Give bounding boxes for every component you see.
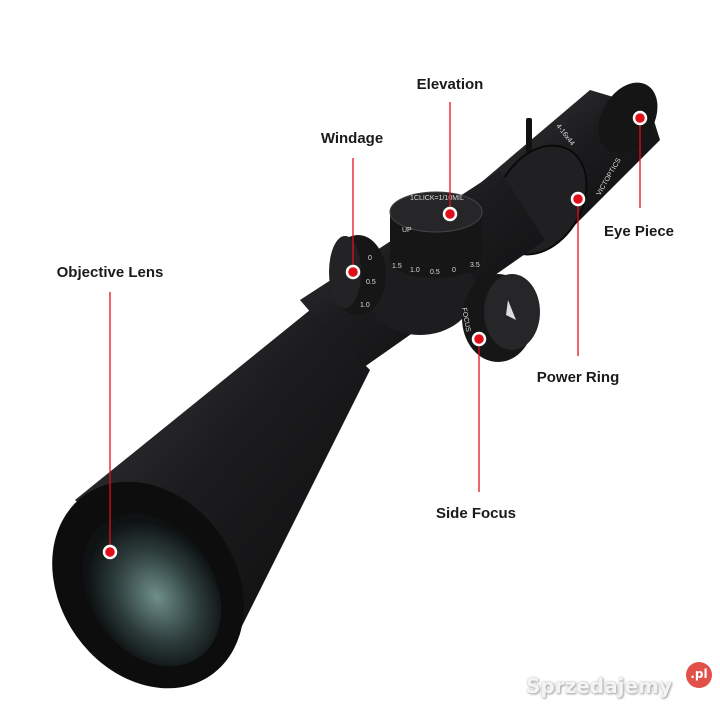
watermark-badge: .pl: [686, 662, 712, 688]
click-value-marking: 1CLICK=1/10MIL: [410, 195, 464, 202]
throw-lever: [526, 118, 532, 154]
brand-logo-icon: [506, 300, 516, 320]
elevation-tick: 1.0: [410, 267, 420, 274]
elevation-tick: 0.5: [430, 269, 440, 276]
power-ring-dot: [570, 191, 586, 207]
label-elevation: Elevation: [417, 76, 484, 93]
objective-dot: [102, 544, 118, 560]
elevation-tick: 3.5: [470, 262, 480, 269]
label-windage: Windage: [321, 130, 383, 147]
eyepiece-dot: [632, 110, 648, 126]
label-power-ring: Power Ring: [537, 369, 620, 386]
label-eye-piece: Eye Piece: [604, 223, 674, 240]
objective-lens-glass: [82, 513, 222, 667]
elevation-tick: 0: [452, 267, 456, 274]
label-side-focus: Side Focus: [436, 505, 516, 522]
elevation-tick: 1.5: [392, 263, 402, 270]
focus-marking: FOCUS: [460, 307, 471, 333]
windage-tick: 0: [368, 255, 372, 262]
windage-dot: [345, 264, 361, 280]
label-objective-lens: Objective Lens: [57, 264, 164, 281]
windage-tick: 0.5: [366, 279, 376, 286]
watermark: Sprzedajemy: [526, 674, 672, 698]
elevation-turret: 1CLICK=1/10MIL UP 1.5 1.0 0.5 0 3.5: [389, 191, 483, 278]
side-focus-dot: [471, 331, 487, 347]
windage-tick: 1.0: [360, 302, 370, 309]
elevation-dot: [442, 206, 458, 222]
up-marking: UP: [402, 227, 412, 234]
